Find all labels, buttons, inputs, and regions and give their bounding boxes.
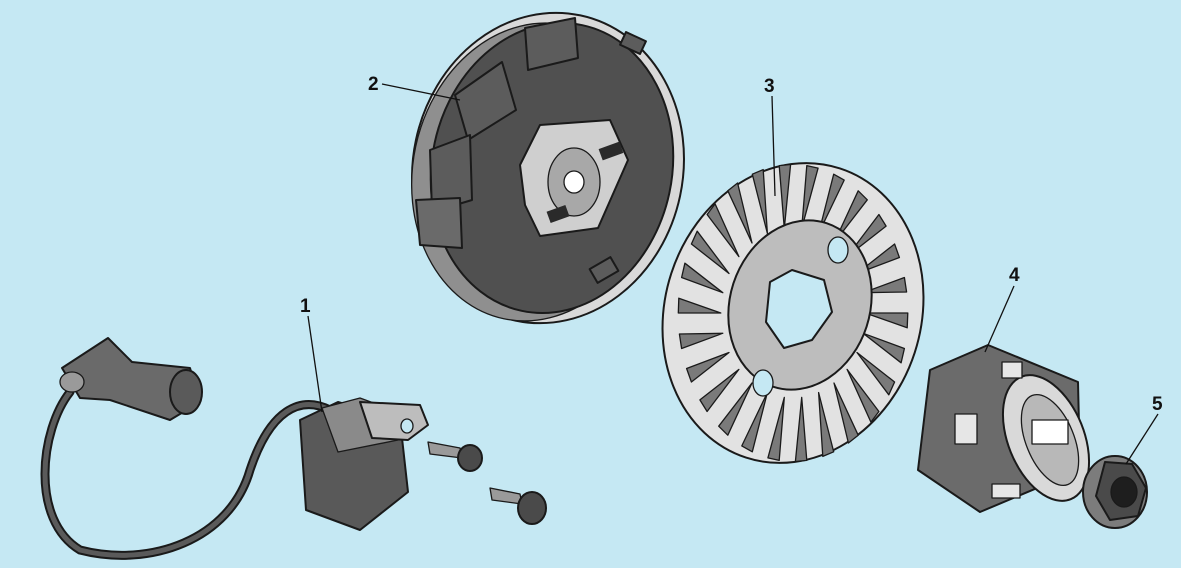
fan-blade (706, 203, 740, 258)
coil-bolt-upper (427, 441, 483, 472)
fan-blade (862, 332, 906, 364)
fan-blade (767, 396, 785, 462)
fan-blade (718, 382, 753, 436)
callout-label-4: 4 (1009, 265, 1020, 286)
fan-blade (833, 382, 859, 444)
callout-label-5: 5 (1152, 394, 1163, 415)
fan-blade (685, 351, 730, 383)
fan-blade (817, 391, 835, 458)
fan-blade (862, 276, 908, 294)
fan-blade (817, 173, 845, 235)
fan-blade (794, 396, 808, 463)
callout-label-2: 2 (368, 74, 379, 95)
callout-4: 4 (984, 265, 1020, 353)
fan-blade (741, 391, 769, 453)
fan-blade (690, 230, 730, 275)
ignition-coil (40, 337, 547, 560)
fan-blades (677, 163, 909, 463)
fan-blade (751, 168, 769, 235)
flywheel (411, 11, 685, 325)
fan-blade (678, 332, 724, 350)
flange-nut (1082, 455, 1148, 529)
fan-blade (846, 368, 880, 423)
callout-3: 3 (764, 76, 776, 197)
fan-blade (856, 351, 896, 396)
callout-label-1: 1 (300, 296, 311, 317)
fan-blade (677, 297, 722, 314)
fan-blade (864, 312, 909, 329)
fan-blade (727, 182, 753, 244)
starter-cup (917, 344, 1091, 513)
coil-bolt-lower (489, 487, 547, 525)
fan-blade (680, 262, 724, 294)
callout-1: 1 (300, 296, 323, 413)
callout-label-3: 3 (764, 76, 775, 97)
fan-blade (699, 368, 740, 413)
fan-blade (778, 163, 792, 230)
fan (661, 162, 925, 464)
fan-blade (801, 164, 819, 230)
callout-2: 2 (368, 74, 461, 101)
callout-5: 5 (1125, 394, 1163, 465)
